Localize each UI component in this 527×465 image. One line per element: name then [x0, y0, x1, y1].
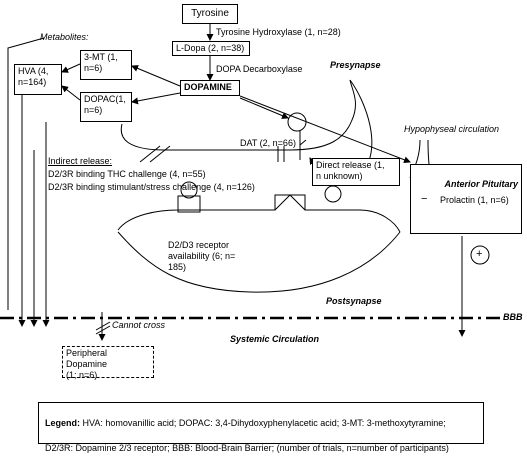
indirect-release-stimulant: D2/3R binding stimulant/stress challenge… — [48, 182, 255, 192]
arrow-dopamine-to-vesicle — [239, 97, 289, 119]
tyrosine-box: Tyrosine — [182, 4, 238, 24]
3mt-box: 3-MT (1, n=6) — [80, 50, 132, 80]
anterior-pituitary-title: Anterior Pituitary — [444, 179, 518, 189]
receptor-left — [177, 195, 201, 213]
hva-box: HVA (4, n=164) — [14, 64, 62, 95]
receptor-availability-label: D2/D3 receptor availability (6; n= 185) — [168, 240, 236, 272]
arrow-dopac-to-hva — [61, 85, 81, 101]
vesicle-bottom — [324, 185, 342, 203]
legend-line-1: HVA: homovanillic acid; DOPAC: 3,4-Dihyd… — [80, 418, 446, 428]
dopac-box: DOPAC(1, n=6) — [80, 92, 132, 122]
arrow-dopamine-to-pituitary — [239, 95, 411, 164]
plus-sign: + — [476, 248, 483, 260]
diagram-lines — [0, 24, 500, 341]
legend-line-2: D2/3R: Dopamine 2/3 receptor; BBB: Blood… — [45, 443, 449, 453]
peripheral-dopamine-box: Peripheral Dopamine (1; n=6) — [62, 346, 154, 380]
dat-label: DAT (2, n=66) — [240, 138, 296, 148]
arrow-dopamine-to-3mt — [131, 65, 181, 87]
legend-title: Legend: — [45, 418, 80, 428]
line-top-left-to-systemic — [7, 37, 45, 310]
indirect-release-heading: Indirect release: — [48, 156, 113, 166]
systemic-circulation-label: Systemic Circulation — [230, 334, 320, 344]
prolactin-label: Prolactin (1, n=6) — [440, 195, 509, 205]
legend-box: Legend: HVA: homovanillic acid; DOPAC: 3… — [38, 402, 484, 453]
arrow-3mt-to-hva — [61, 63, 81, 73]
ldopa-box: L-Dopa (2, n=38) — [172, 41, 250, 56]
dopa-decarboxylase-label: DOPA Decarboxylase — [216, 64, 303, 74]
indirect-release-thc: D2/3R binding THC challenge (4, n=55) — [48, 169, 206, 179]
plus-circle — [470, 245, 490, 265]
hypophyseal-circulation-label: Hypophyseal circulation — [404, 124, 500, 134]
postsynapse-label: Postsynapse — [326, 296, 382, 306]
arrow-dopamine-to-dopac — [131, 92, 181, 105]
postsynaptic-membrane — [117, 194, 401, 233]
dat-transporter — [299, 131, 307, 160]
anterior-pituitary-box: Anterior Pituitary — [410, 164, 522, 234]
cannot-cross-label: Cannot cross — [112, 320, 166, 330]
minus-sign: − — [421, 193, 428, 205]
dopamine-box: DOPAMINE — [180, 80, 240, 96]
receptor-right — [274, 194, 306, 210]
presynapse-label: Presynapse — [330, 60, 381, 70]
direct-release-box: Direct release (1, n unknown) — [312, 158, 400, 186]
metabolites-label: Metabolites: — [40, 32, 89, 42]
tyrosine-hydroxylase-label: Tyrosine Hydroxylase (1, n=28) — [216, 27, 341, 37]
presynaptic-membrane — [120, 79, 356, 151]
dopamine-pathway-diagram: Tyrosine Tyrosine Hydroxylase (1, n=28) … — [0, 4, 523, 453]
bbb-label: BBB — [503, 312, 523, 322]
